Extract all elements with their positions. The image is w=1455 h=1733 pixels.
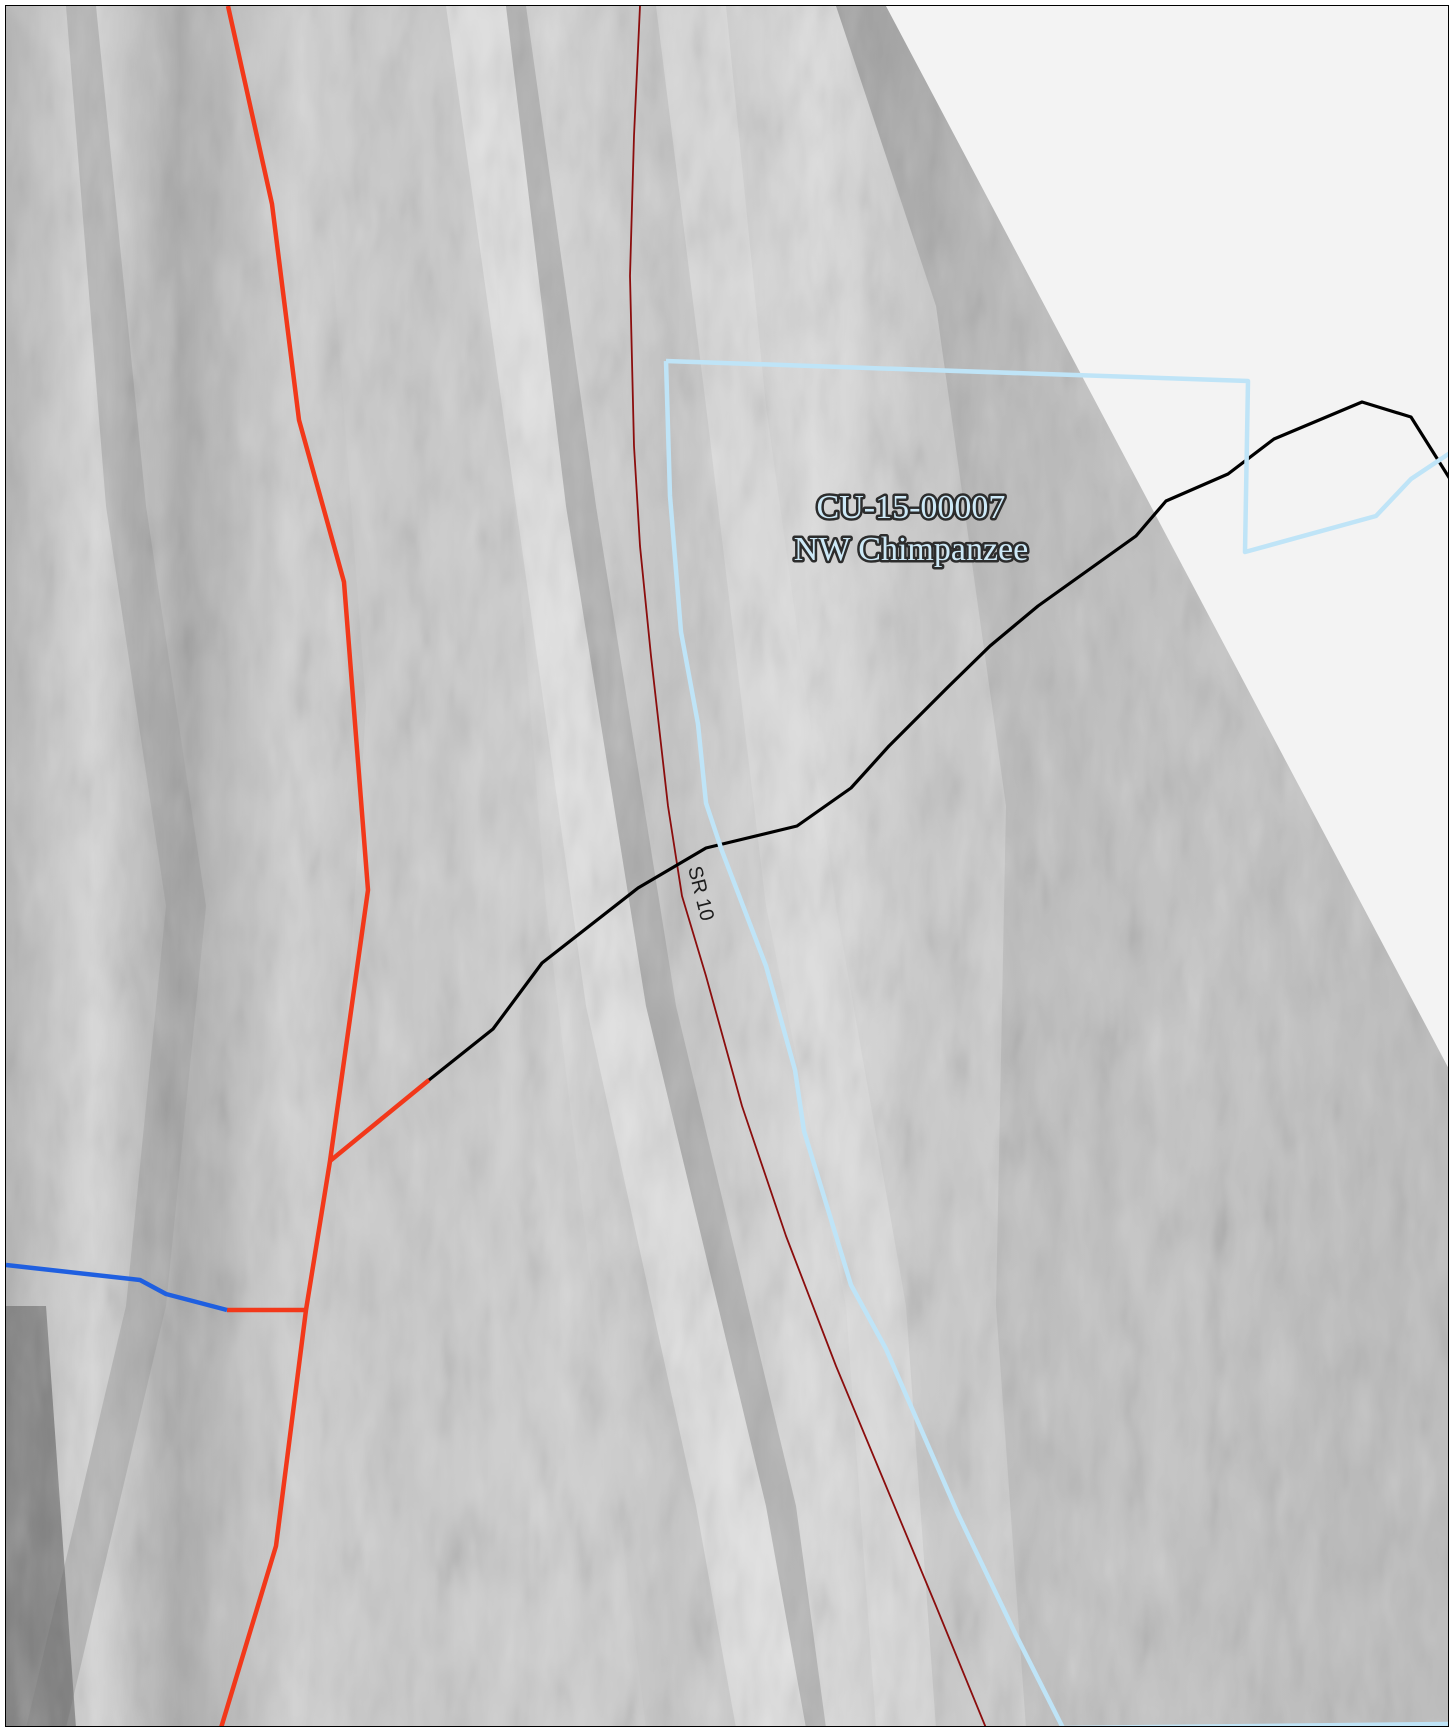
black-line[interactable] xyxy=(428,400,1449,1082)
parcel-name-label: NW Chimpanzee xyxy=(794,531,1028,568)
red-connector-line[interactable] xyxy=(328,1078,431,1163)
map-frame[interactable]: CU-15-00007 NW Chimpanzee SR 10 xyxy=(5,5,1449,1727)
hillshade-map[interactable]: CU-15-00007 NW Chimpanzee SR 10 xyxy=(6,6,1449,1727)
blue-line[interactable] xyxy=(6,1262,228,1313)
sr10-road-line[interactable] xyxy=(629,6,987,1727)
parcel-boundary-3[interactable] xyxy=(1062,1721,1449,1727)
parcel-boundary[interactable] xyxy=(665,358,1449,555)
parcel-id-label: CU-15-00007 xyxy=(817,489,1006,526)
parcel-boundary-2[interactable] xyxy=(663,360,1065,1727)
red-boundary-line[interactable] xyxy=(219,6,371,1727)
nodata-area xyxy=(886,6,1448,1068)
